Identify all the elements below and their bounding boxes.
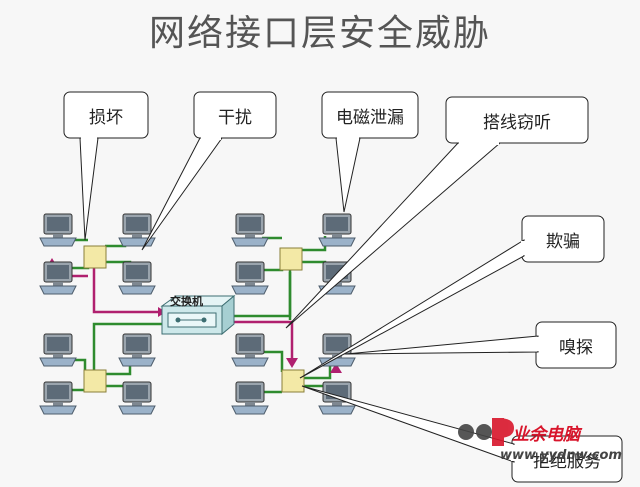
attack-arrowhead-sniff <box>330 363 342 373</box>
callout-sniffing <box>345 321 617 369</box>
hub-bottom-left <box>83 369 107 393</box>
watermark-brand: 业余电脑 <box>512 425 580 445</box>
threat-label-spoofing: 欺骗 <box>546 231 580 252</box>
hub-top-right <box>279 247 303 271</box>
hub-bottom-right <box>281 369 305 393</box>
threat-label-damage: 损坏 <box>89 107 123 128</box>
callout-spoofing <box>299 215 605 379</box>
page-title: 网络接口层安全威胁 <box>148 13 491 54</box>
threat-label-dos: 拒绝服务 <box>533 451 601 472</box>
callout-damage <box>63 91 149 241</box>
callout-emanation <box>321 91 419 213</box>
callout-interference <box>141 91 277 251</box>
threat-label-sniffing: 嗅探 <box>559 337 593 358</box>
attack-arrowhead-target <box>286 358 298 368</box>
cable-switch-uplink <box>226 270 292 318</box>
threat-label-wiretap: 搭线窃听 <box>483 112 551 133</box>
threat-label-interference: 干扰 <box>218 107 252 128</box>
switch-device <box>160 294 236 336</box>
callout-dos <box>301 385 623 483</box>
hub-top-left <box>83 245 107 269</box>
callout-wiretap <box>285 96 589 329</box>
switch-label: 交换机 <box>170 295 203 308</box>
threat-label-emanation: 电磁泄漏 <box>336 107 404 128</box>
watermark-logo-icon <box>458 418 514 446</box>
watermark-site: www.yydnw.com <box>500 448 622 463</box>
